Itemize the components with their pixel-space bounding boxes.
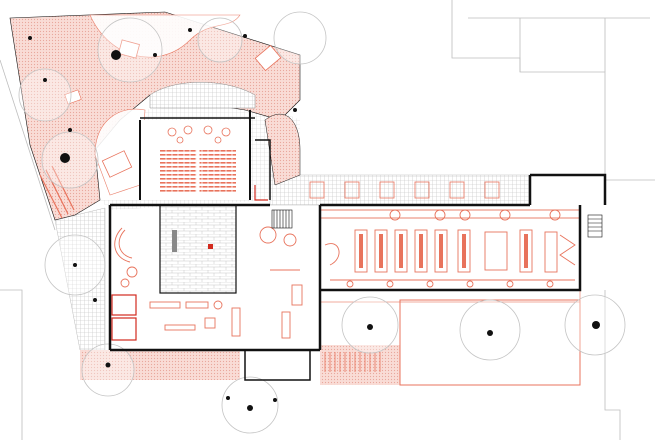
terrace-benches [309,181,500,199]
red-rooms [111,185,268,341]
stair-core [271,209,603,238]
library-reading-tables [359,234,528,268]
auditorium-seat-dividers [165,148,233,194]
building-walls [108,110,607,381]
accent-marker [208,244,213,249]
tree-trunks [28,28,600,411]
stage-tables [167,125,231,144]
hall-counter [172,230,177,252]
lobby-furniture [114,226,303,339]
garden-landscape [9,11,301,221]
